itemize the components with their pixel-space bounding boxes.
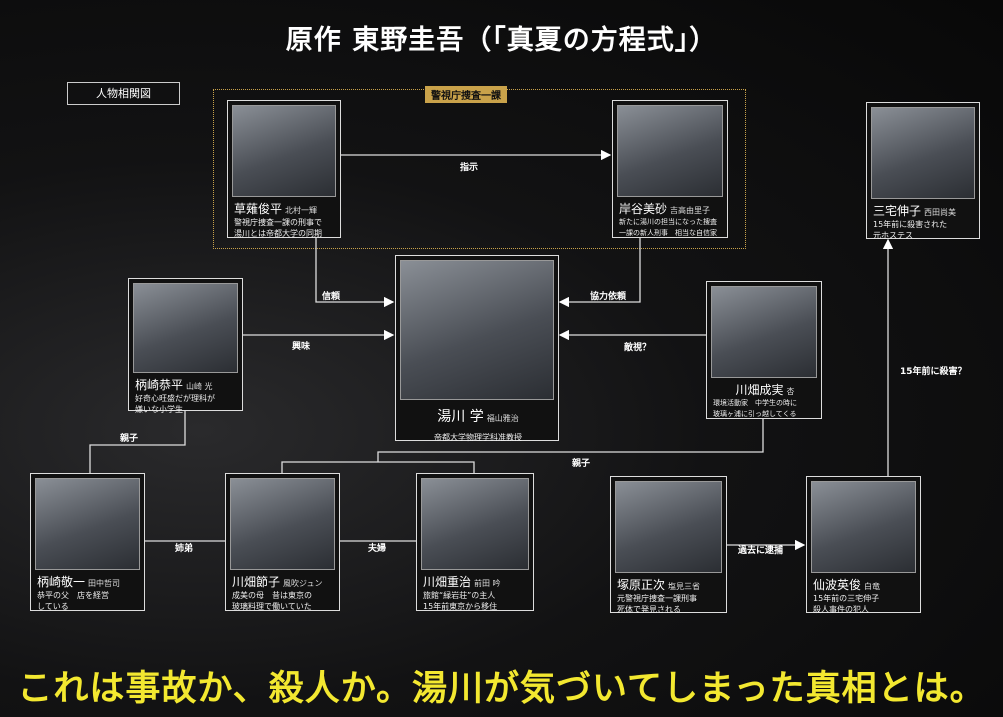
portrait-photo xyxy=(35,478,140,570)
card-narumi[interactable]: 川畑成実杏 環境活動家 中学生の時に 玻璃ヶ浦に引っ越してくる xyxy=(706,281,822,419)
card-setsuko[interactable]: 川畑節子風吹ジュン 成美の母 昔は東京の 玻璃料理で働いていた xyxy=(225,473,340,611)
portrait-photo xyxy=(711,286,817,378)
label-order: 指示 xyxy=(460,163,479,173)
label-request: 協力依頼 xyxy=(590,292,627,302)
person-name: 仙波英俊 xyxy=(813,578,862,592)
actor-name: 吉高由里子 xyxy=(670,206,711,215)
person-desc: 死体で発見される xyxy=(617,605,681,614)
group-label: 警視庁捜査一課 xyxy=(425,86,507,103)
portrait-photo xyxy=(421,478,529,570)
label-killed: 15年前に殺害？ xyxy=(900,367,967,377)
label-trust: 信頼 xyxy=(322,292,341,302)
person-desc: 元警視庁捜査一課刑事 xyxy=(617,594,697,603)
card-shigeharu[interactable]: 川畑重治前田 吟 旅館“緑岩荘”の主人 15年前東京から移住 xyxy=(416,473,534,611)
actor-name: 山崎 光 xyxy=(186,382,213,391)
portrait-photo xyxy=(811,481,916,573)
person-name: 草薙俊平 xyxy=(234,202,283,216)
card-tsukahara[interactable]: 塚原正次塩見三省 元警視庁捜査一課刑事 死体で発見される xyxy=(610,476,727,614)
person-desc: 恭平の父 店を経営 xyxy=(37,591,109,600)
card-miyake[interactable]: 三宅伸子西田尚美 15年前に殺害された 元ホステス xyxy=(866,102,980,240)
actor-name: 風吹ジュン xyxy=(283,579,323,588)
person-desc: している xyxy=(37,602,69,611)
card-kishitani[interactable]: 岸谷美砂吉高由里子 新たに湯川の担当になった捜査 一課の新人刑事 相当な自信家 xyxy=(612,100,728,238)
actor-name: 西田尚美 xyxy=(924,208,957,217)
label-interest: 興味 xyxy=(292,342,311,352)
person-name: 湯川 学 xyxy=(437,409,484,425)
person-desc: 環境活動家 中学生の時に xyxy=(713,399,797,407)
person-desc: 帝都大学物理学科准教授 xyxy=(434,433,522,442)
person-name: 川畑重治 xyxy=(423,575,472,589)
actor-name: 白竜 xyxy=(864,582,881,591)
card-keiichi[interactable]: 柄崎敬一田中哲司 恭平の父 店を経営 している xyxy=(30,473,145,611)
portrait-photo xyxy=(230,478,335,570)
person-desc: 嫌いな小学生 xyxy=(135,405,183,414)
person-desc: 玻璃料理で働いていた xyxy=(232,602,312,611)
actor-name: 前田 吟 xyxy=(474,579,501,588)
label-parent1: 親子 xyxy=(120,434,139,444)
person-desc: 一課の新人刑事 相当な自信家 xyxy=(619,229,717,237)
label-parent2: 親子 xyxy=(572,459,591,469)
label-siblings: 姉弟 xyxy=(175,544,194,554)
person-desc: 玻璃ヶ浦に引っ越してくる xyxy=(713,410,797,418)
portrait-photo xyxy=(133,283,238,373)
person-desc: 15年前の三宅伸子 xyxy=(813,594,880,603)
portrait-photo xyxy=(871,107,975,199)
label-arrested: 過去に逮捕 xyxy=(738,546,784,556)
person-desc: 成美の母 昔は東京の xyxy=(232,591,312,600)
person-name: 柄崎敬一 xyxy=(37,575,86,589)
card-kyohei[interactable]: 柄崎恭平山崎 光 好奇心旺盛だが理科が 嫌いな小学生 xyxy=(128,278,243,414)
catchphrase: これは事故か、殺人か。湯川が気づいてしまった真相とは。 xyxy=(17,669,986,709)
portrait-photo xyxy=(615,481,722,573)
person-desc: 旅館“緑岩荘”の主人 xyxy=(423,591,496,600)
person-name: 塚原正次 xyxy=(617,578,666,592)
person-desc: 警視庁捜査一課の刑事で xyxy=(234,218,322,227)
person-desc: 15年前に殺害された xyxy=(873,220,948,229)
line-parent2-bracket xyxy=(281,461,475,473)
person-name: 柄崎恭平 xyxy=(135,378,184,392)
person-name: 岸谷美砂 xyxy=(619,202,668,216)
person-name: 川畑節子 xyxy=(232,575,281,589)
label-married: 夫婦 xyxy=(368,544,387,554)
portrait-photo xyxy=(232,105,336,197)
line-parent1 xyxy=(89,410,186,473)
person-desc: 新たに湯川の担当になった捜査 xyxy=(619,218,717,226)
person-desc: 15年前東京から移住 xyxy=(423,602,498,611)
card-yukawa[interactable]: 湯川 学福山雅治 帝都大学物理学科准教授 xyxy=(395,255,559,442)
person-name: 三宅伸子 xyxy=(873,204,922,218)
line-trust xyxy=(315,237,395,308)
line-parent2 xyxy=(377,418,764,462)
card-kusanagi[interactable]: 草薙俊平北村一輝 警視庁捜査一課の刑事で 湯川とは帝都大学の同期 xyxy=(227,100,341,238)
person-name: 川畑成実 xyxy=(735,383,784,397)
portrait-photo xyxy=(617,105,723,197)
person-desc: 湯川とは帝都大学の同期 xyxy=(234,229,322,238)
actor-name: 田中哲司 xyxy=(88,579,121,588)
card-senba[interactable]: 仙波英俊白竜 15年前の三宅伸子 殺人事件の犯人 xyxy=(806,476,921,614)
label-hostile: 敵視？ xyxy=(624,343,652,353)
chart-tag: 人物相関図 xyxy=(67,82,180,105)
page-title: 原作 東野圭吾（「真夏の方程式」） xyxy=(285,25,718,56)
actor-name: 北村一輝 xyxy=(285,206,318,215)
actor-name: 杏 xyxy=(786,387,795,396)
portrait-photo xyxy=(400,260,554,400)
actor-name: 福山雅治 xyxy=(486,414,519,423)
person-desc: 好奇心旺盛だが理科が xyxy=(135,394,215,403)
line-request xyxy=(558,237,641,308)
person-desc: 殺人事件の犯人 xyxy=(813,605,869,614)
person-desc: 元ホステス xyxy=(873,231,913,240)
actor-name: 塩見三省 xyxy=(668,582,701,591)
